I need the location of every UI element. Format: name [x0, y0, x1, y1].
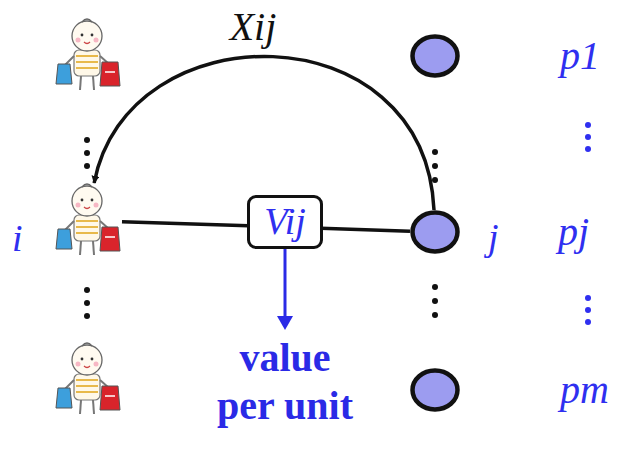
item-circle: jpj [410, 210, 460, 254]
node-label: p1 [560, 36, 600, 76]
item-circle: pm [410, 368, 460, 412]
buyer-node: i [52, 183, 122, 258]
boxed-label: Vij [247, 195, 323, 249]
circle-shape [410, 368, 460, 412]
edge-label: Xij [230, 7, 277, 47]
annotation: value per unit [210, 334, 360, 430]
node-label: i [12, 219, 23, 257]
circle-shape [410, 210, 460, 254]
node-label: pm [560, 370, 609, 410]
node-label: pj [558, 212, 589, 252]
circle-shape [410, 34, 460, 78]
shopper-icon [52, 183, 122, 258]
item-circle: p1 [410, 34, 460, 78]
node-label: j [488, 218, 499, 256]
assignment-arrow [94, 56, 434, 210]
